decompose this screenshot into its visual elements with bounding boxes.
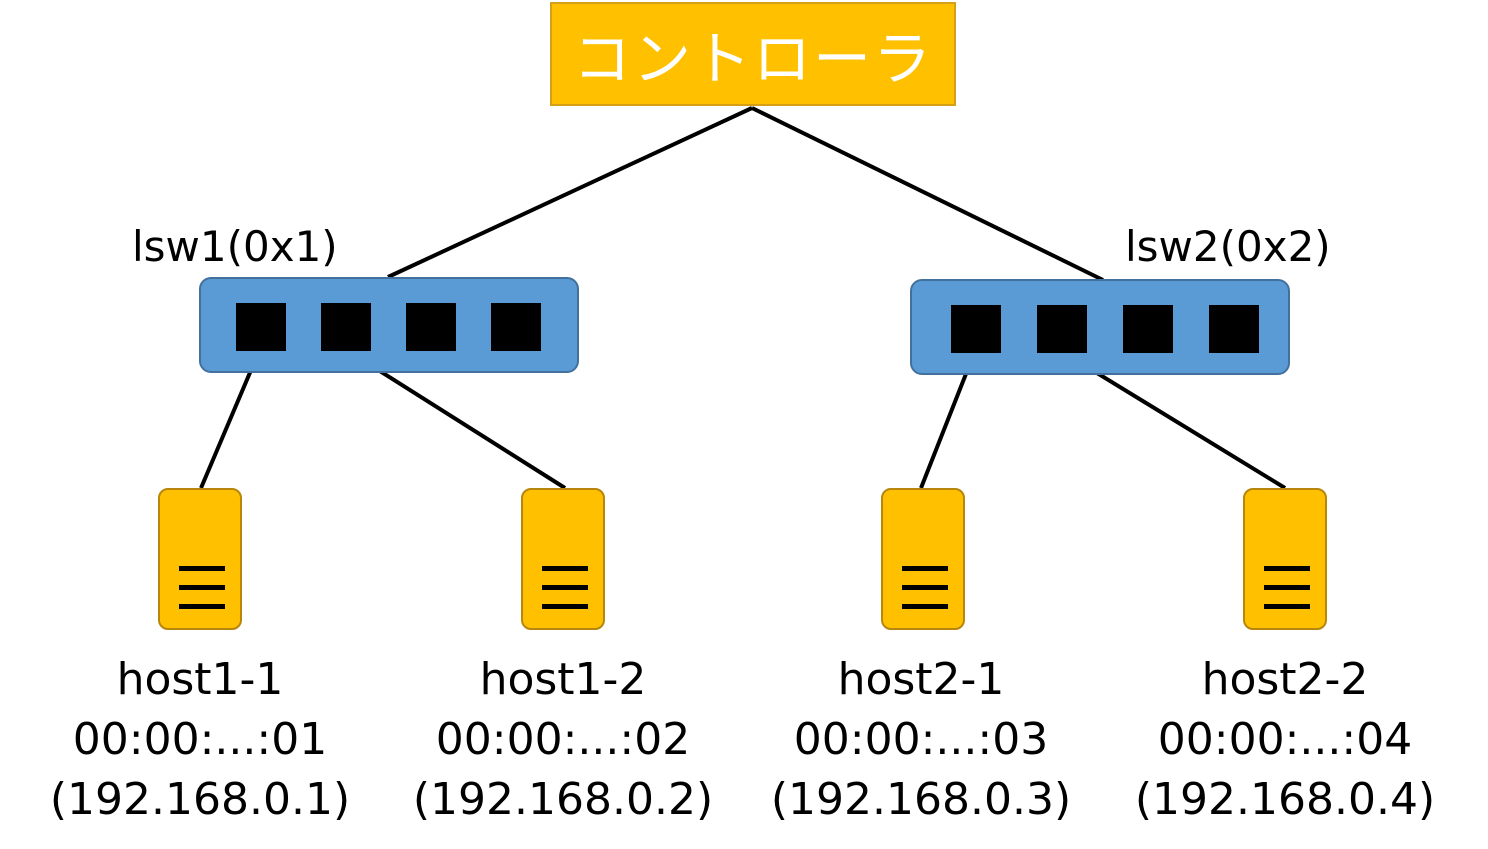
host-info-host2-2: host2-2 00:00:...:04 (192.168.0.4)	[1095, 650, 1475, 830]
switch-port-icon	[406, 303, 456, 351]
host-name: host2-2	[1201, 654, 1369, 705]
switch-port-icon	[1123, 305, 1173, 353]
host-name: host2-1	[837, 654, 1005, 705]
link-controller-lsw2	[751, 106, 1104, 282]
host-ip: (192.168.0.3)	[770, 774, 1072, 825]
server-icon	[881, 488, 965, 630]
server-icon	[521, 488, 605, 630]
host-ip: (192.168.0.4)	[1134, 774, 1436, 825]
host-mac: 00:00:...:01	[72, 714, 328, 765]
host-ip: (192.168.0.1)	[49, 774, 351, 825]
host-mac: 00:00:...:03	[793, 714, 1049, 765]
host-info-host1-1: host1-1 00:00:...:01 (192.168.0.1)	[10, 650, 390, 830]
switch-lsw1	[199, 277, 579, 373]
switch-label-lsw2: lsw2(0x2)	[1125, 222, 1331, 271]
controller-node: コントローラ	[550, 2, 956, 106]
switch-port-icon	[236, 303, 286, 351]
host-mac: 00:00:...:04	[1157, 714, 1413, 765]
switch-port-icon	[951, 305, 1001, 353]
host-name: host1-1	[116, 654, 284, 705]
switch-port-icon	[1037, 305, 1087, 353]
switch-port-icon	[1209, 305, 1259, 353]
host-name: host1-2	[479, 654, 647, 705]
host-mac: 00:00:...:02	[435, 714, 691, 765]
host-info-host1-2: host1-2 00:00:...:02 (192.168.0.2)	[373, 650, 753, 830]
link-controller-lsw1	[387, 106, 753, 279]
controller-label: コントローラ	[572, 25, 933, 93]
server-icon	[158, 488, 242, 630]
switch-port-icon	[491, 303, 541, 351]
switch-port-icon	[321, 303, 371, 351]
server-icon	[1243, 488, 1327, 630]
host-ip: (192.168.0.2)	[412, 774, 714, 825]
switch-label-lsw1: lsw1(0x1)	[132, 222, 338, 271]
host-info-host2-1: host2-1 00:00:...:03 (192.168.0.3)	[731, 650, 1111, 830]
switch-lsw2	[910, 279, 1290, 375]
